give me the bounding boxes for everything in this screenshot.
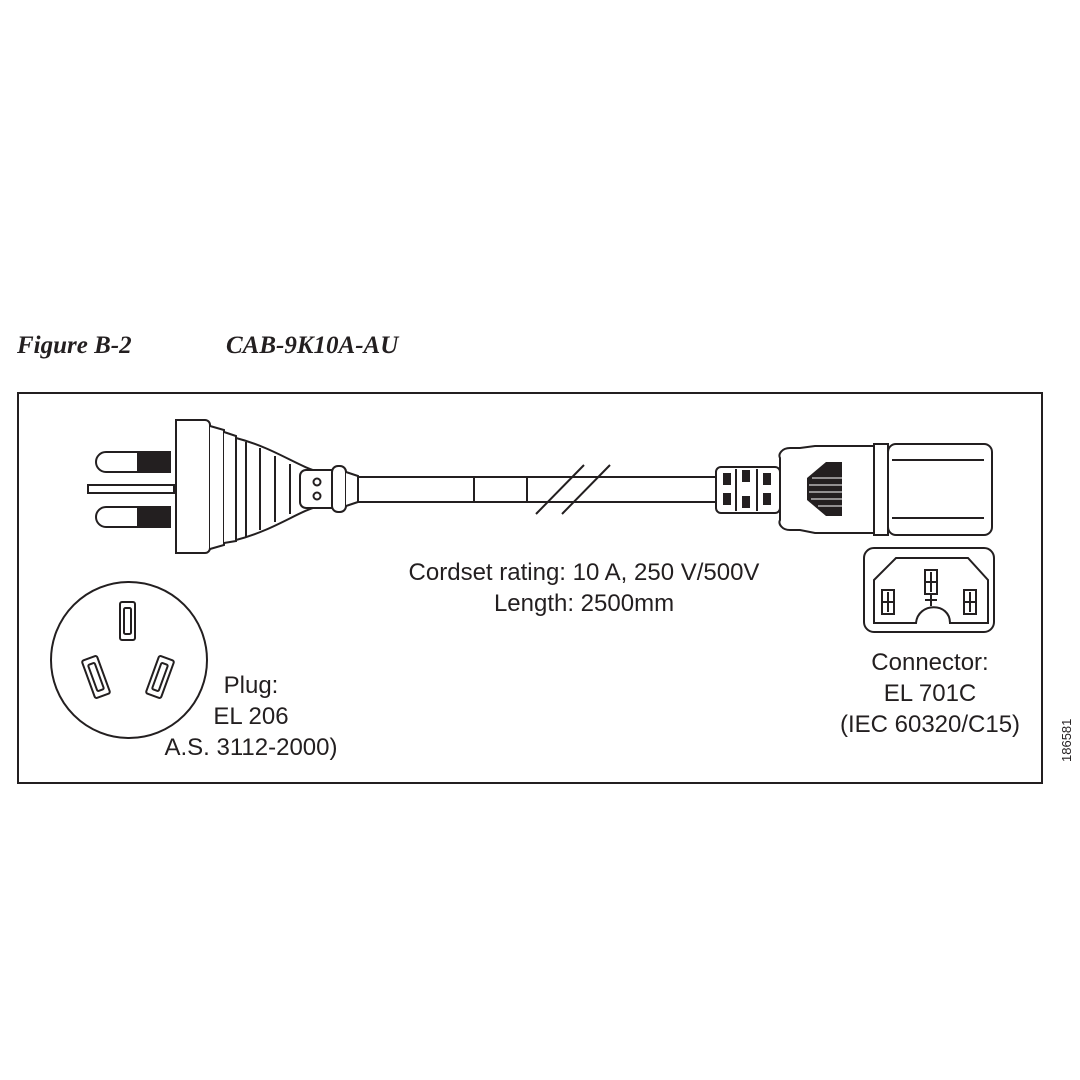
connector-side-view	[715, 443, 993, 536]
connector-model: EL 701C	[883, 680, 977, 707]
figure-frame	[17, 392, 1043, 784]
cordset-rating-label: Cordset rating: 10 A, 250 V/500V Length:…	[360, 557, 808, 619]
connector-standard: (IEC 60320/C15)	[839, 711, 1021, 738]
plug-standard: A.S. 3112-2000)	[164, 734, 338, 761]
plug-side-view	[87, 419, 359, 554]
plug-heading: Plug:	[223, 672, 279, 699]
plug-model: EL 206	[213, 703, 289, 730]
plug-front-face	[50, 581, 208, 739]
connector-front-face	[863, 547, 995, 633]
plug-label: Plug: EL 206 A.S. 3112-2000)	[130, 670, 372, 763]
length-text: Length: 2500mm	[493, 590, 675, 617]
connector-label: Connector: EL 701C (IEC 60320/C15)	[800, 647, 1060, 740]
figure-title: CAB-9K10A-AU	[226, 332, 399, 359]
connector-heading: Connector:	[871, 649, 989, 676]
rating-text: Cordset rating: 10 A, 250 V/500V	[408, 559, 760, 586]
figure-id: 186581	[1059, 718, 1074, 762]
figure-number: Figure B-2	[17, 332, 132, 359]
cable	[358, 464, 718, 515]
